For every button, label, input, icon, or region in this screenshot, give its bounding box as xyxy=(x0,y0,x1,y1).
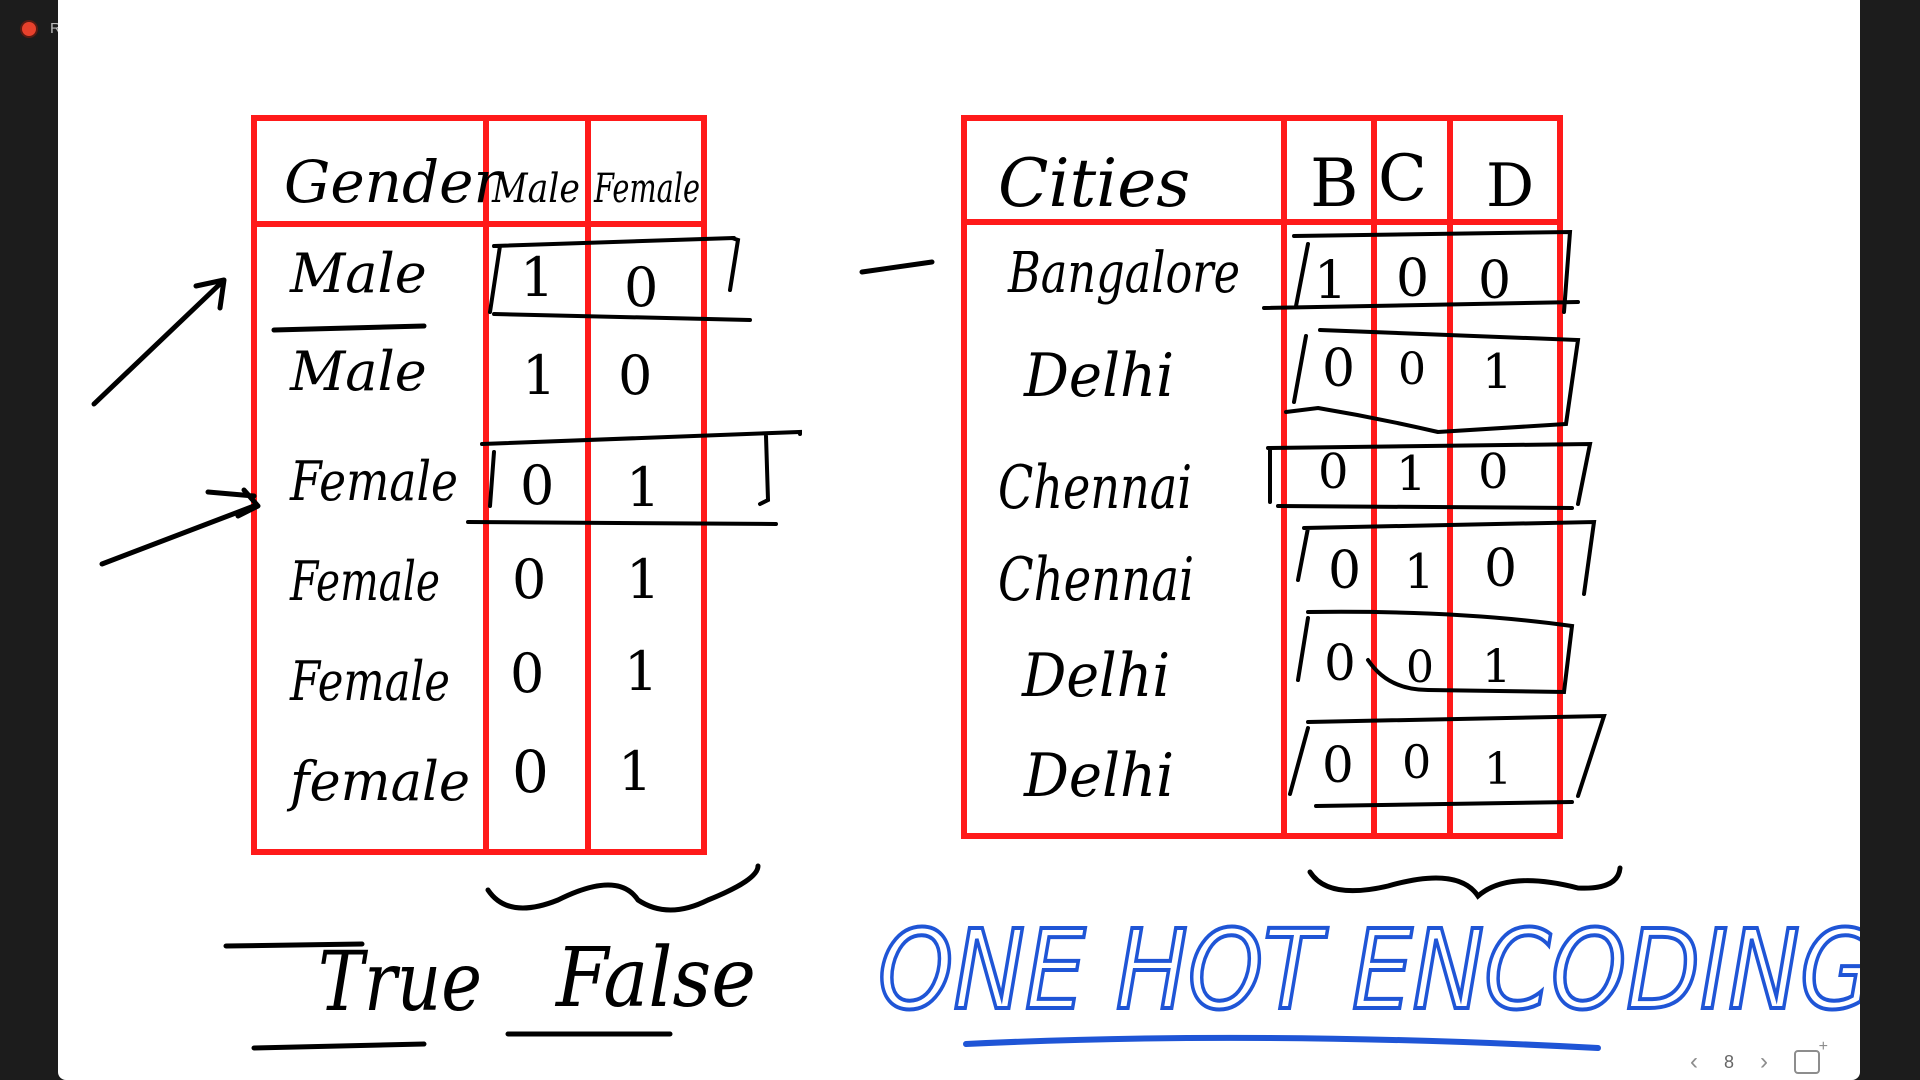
arrow-icon xyxy=(91,277,227,407)
right-cell: 0 xyxy=(1396,249,1429,309)
left-table: Gender Male Female Male Male Female Fema… xyxy=(91,115,802,1051)
right-row-label: Delhi xyxy=(1023,341,1174,411)
true-label: True xyxy=(318,935,482,1030)
bracket-row-female xyxy=(466,429,802,526)
left-row-label: Male xyxy=(289,242,427,305)
right-header-b: B xyxy=(1310,145,1359,222)
right-header-c: C xyxy=(1378,142,1427,216)
left-header-female: Female xyxy=(593,166,700,212)
left-cell: 0 xyxy=(624,256,658,319)
underline-stroke xyxy=(223,941,673,1051)
right-row-label: Bangalore xyxy=(1007,241,1240,306)
right-row-label: Delhi xyxy=(1023,741,1174,811)
bracket-row xyxy=(1296,609,1575,695)
chevron-right-icon[interactable]: › xyxy=(1760,1048,1768,1075)
right-cell: 0 xyxy=(1322,736,1354,794)
right-header-d: D xyxy=(1486,151,1534,221)
curly-brace xyxy=(1307,865,1623,900)
recording-label: R xyxy=(50,20,61,37)
bracket-row xyxy=(1284,328,1581,435)
right-cell: 0 xyxy=(1478,251,1511,311)
left-cell: 1 xyxy=(520,246,554,309)
chevron-left-icon[interactable]: ‹ xyxy=(1689,1048,1698,1075)
right-cell: 0 xyxy=(1318,444,1349,500)
left-cell: 1 xyxy=(618,740,652,803)
left-row-label: Female xyxy=(289,450,458,513)
bracket-row xyxy=(1288,713,1607,808)
left-table-border xyxy=(251,115,707,855)
right-cell: 1 xyxy=(1396,446,1427,502)
right-cell: 0 xyxy=(1478,444,1509,500)
share-icon[interactable] xyxy=(1794,1038,1828,1074)
right-cell: 1 xyxy=(1314,251,1347,311)
right-cell: 1 xyxy=(1404,544,1435,600)
whiteboard-drawing: Gender Male Female Male Male Female Fema… xyxy=(91,115,1860,1051)
left-cell: 0 xyxy=(512,738,549,806)
false-label: False xyxy=(554,931,756,1026)
right-cell: 1 xyxy=(1484,744,1512,795)
right-table: Cities B C D Bangalore Delhi Chennai Che… xyxy=(859,115,1623,900)
left-row-label: Female xyxy=(289,550,440,613)
recording-indicator-icon xyxy=(22,22,36,36)
bracket-row-male xyxy=(488,236,752,322)
right-table-border xyxy=(961,115,1563,839)
title-underline xyxy=(963,1034,1601,1051)
right-cell: 0 xyxy=(1484,539,1517,599)
left-header-gender: Gender xyxy=(284,148,504,216)
left-cell: 0 xyxy=(510,642,544,705)
arrow-icon xyxy=(99,487,261,567)
one-hot-encoding-title: ONE HOT ENCODING xyxy=(878,906,1860,1034)
left-cell: 0 xyxy=(512,548,546,611)
left-cell: 1 xyxy=(522,344,556,407)
left-cell: 1 xyxy=(626,456,660,519)
left-header-male: Male xyxy=(491,166,580,212)
right-header-cities: Cities xyxy=(998,145,1190,222)
left-cell: 0 xyxy=(618,344,652,407)
left-cell: 1 xyxy=(624,640,658,703)
underline-stroke xyxy=(271,323,427,333)
right-row-label: Chennai xyxy=(998,545,1194,615)
right-cell: 0 xyxy=(1402,735,1431,789)
left-row-label: Female xyxy=(289,650,450,713)
whiteboard-canvas[interactable]: Gender Male Female Male Male Female Fema… xyxy=(58,0,1860,1080)
page-navigation: ‹ 8 › xyxy=(1689,1038,1828,1075)
left-row-label: Male xyxy=(289,340,427,403)
bracket-row xyxy=(1262,229,1580,314)
right-cell: 0 xyxy=(1406,642,1434,693)
left-cell: 0 xyxy=(520,454,554,517)
right-row-label: Delhi xyxy=(1021,641,1170,711)
right-cell: 0 xyxy=(1322,339,1355,399)
bracket-row xyxy=(1266,441,1593,510)
right-row-label: Chennai xyxy=(998,453,1192,523)
left-row-label: female xyxy=(286,750,470,813)
left-cell: 1 xyxy=(626,548,660,611)
dash-stroke xyxy=(859,259,935,275)
right-cell: 1 xyxy=(1482,639,1511,693)
curly-brace xyxy=(485,863,761,913)
right-cell: 0 xyxy=(1324,634,1356,692)
bracket-row xyxy=(1296,519,1597,596)
right-cell: 0 xyxy=(1328,541,1361,601)
right-cell: 0 xyxy=(1398,344,1426,395)
right-cell: 1 xyxy=(1482,344,1513,400)
page-number: 8 xyxy=(1723,1051,1734,1072)
